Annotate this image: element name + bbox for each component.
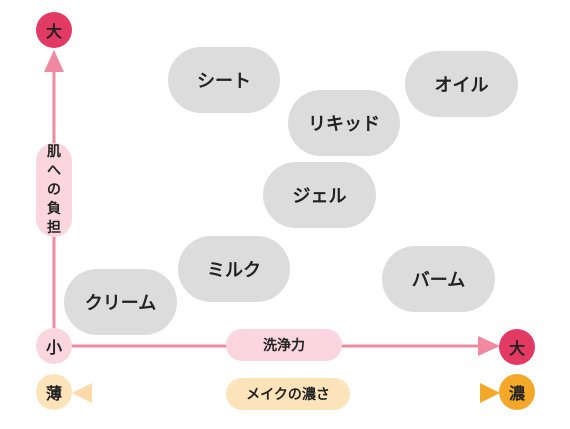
item-cream: クリーム: [64, 269, 177, 335]
y-axis-label-char: 担: [47, 219, 61, 236]
y-axis-label: 肌 へ の 負 担: [36, 143, 72, 237]
y-axis-label-char: 肌: [47, 143, 61, 160]
x-axis-max-circle: 大: [499, 329, 535, 365]
bottom-axis-label: メイクの濃さ: [226, 378, 350, 410]
y-axis-max-circle: 大: [36, 12, 72, 48]
item-sheet: シート: [168, 47, 280, 113]
item-milk: ミルク: [178, 236, 290, 302]
y-axis-min-circle: 小: [36, 328, 72, 364]
x-axis-arrowhead: [478, 336, 500, 356]
item-balm: バーム: [382, 246, 495, 312]
bottom-axis-right-arrowhead: [480, 383, 500, 403]
bottom-axis-left-circle: 薄: [36, 374, 72, 410]
y-axis-label-char: 負: [47, 200, 61, 217]
item-oil: オイル: [405, 51, 518, 117]
bottom-axis-left-arrowhead: [72, 383, 92, 403]
item-gel: ジェル: [263, 162, 376, 228]
y-axis-arrowhead: [44, 50, 64, 72]
y-axis-label-char: へ: [47, 162, 61, 179]
bottom-axis-right-circle: 濃: [499, 374, 535, 410]
y-axis-label-char: の: [47, 181, 61, 198]
x-axis-label: 洗浄力: [226, 329, 342, 361]
item-liquid: リキッド: [288, 90, 400, 156]
